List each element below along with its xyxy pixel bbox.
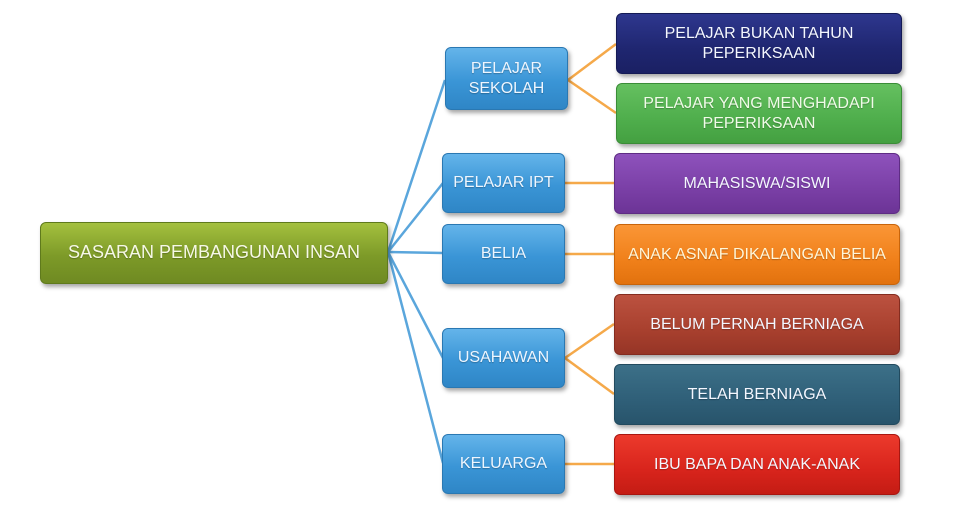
- root-label: SASARAN PEMBANGUNAN INSAN: [67, 242, 361, 263]
- leaf-label: PELAJAR YANG MENGHADAPI PEPERIKSAAN: [643, 94, 875, 132]
- leaf-ibu-bapa-dan-anak-anak: IBU BAPA DAN ANAK-ANAK: [614, 434, 900, 495]
- leaf-label: PELAJAR BUKAN TAHUN PEPERIKSAAN: [664, 24, 854, 62]
- leaf-telah-berniaga: TELAH BERNIAGA: [614, 364, 900, 425]
- category-belia: BELIA: [442, 224, 565, 284]
- category-label: USAHAWAN: [457, 349, 550, 367]
- category-pelajar-ipt: PELAJAR IPT: [442, 153, 565, 213]
- leaf-pelajar-yang-menghadapi-peperiksaan: PELAJAR YANG MENGHADAPI PEPERIKSAAN: [616, 83, 902, 144]
- leaf-belum-pernah-berniaga: BELUM PERNAH BERNIAGA: [614, 294, 900, 355]
- leaf-label: ANAK ASNAF DIKALANGAN BELIA: [628, 245, 886, 263]
- leaf-pelajar-bukan-tahun-peperiksaan: PELAJAR BUKAN TAHUN PEPERIKSAAN: [616, 13, 902, 74]
- category-label: PELAJAR IPT: [453, 174, 554, 192]
- category-keluarga: KELUARGA: [442, 434, 565, 494]
- leaf-anak-asnaf-dikalangan-belia: ANAK ASNAF DIKALANGAN BELIA: [614, 224, 900, 285]
- category-label: PELAJAR SEKOLAH: [468, 59, 545, 97]
- category-label: BELIA: [480, 245, 527, 263]
- category-usahawan: USAHAWAN: [442, 328, 565, 388]
- leaf-label: MAHASISWA/SISWI: [683, 174, 831, 192]
- category-label: KELUARGA: [459, 455, 548, 473]
- leaf-label: IBU BAPA DAN ANAK-ANAK: [654, 455, 860, 473]
- leaf-label: TELAH BERNIAGA: [687, 385, 827, 403]
- leaf-mahasiswa-siswi: MAHASISWA/SISWI: [614, 153, 900, 214]
- leaf-label: BELUM PERNAH BERNIAGA: [650, 315, 864, 333]
- root-node: SASARAN PEMBANGUNAN INSAN: [40, 222, 388, 284]
- category-pelajar-sekolah: PELAJAR SEKOLAH: [445, 47, 568, 110]
